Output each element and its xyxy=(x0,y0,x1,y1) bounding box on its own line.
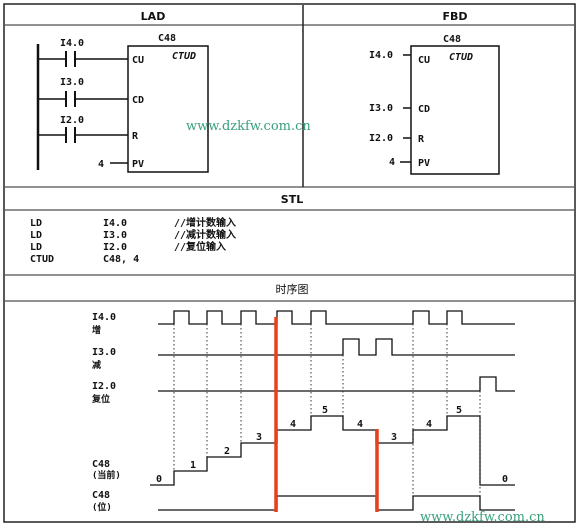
stl-listing: LD I4.0 //增计数输入 LD I3.0 //减计数输入 LD I2.0 … xyxy=(30,216,236,265)
count-label: 1 xyxy=(190,460,196,471)
outer-frame xyxy=(3,3,576,523)
pin-label: CU xyxy=(132,55,144,66)
input-label: I4.0 xyxy=(369,50,393,61)
count-label: 2 xyxy=(224,446,230,457)
signal-desc: 增 xyxy=(92,324,101,336)
signal-desc: 复位 xyxy=(91,393,110,405)
fbd-diagram: C48 CTUD I4.0 CU I3.0 CD I2.0 R 4 PV xyxy=(369,34,500,175)
watermark: www.dzkfw.com.cn xyxy=(186,119,311,134)
input-label: I3.0 xyxy=(369,103,393,114)
count-label: 4 xyxy=(290,419,296,430)
stl-comment: //减计数输入 xyxy=(174,228,236,241)
stl-op: LD xyxy=(30,218,42,229)
count-label: 4 xyxy=(426,419,432,430)
stl-arg: I3.0 xyxy=(103,230,127,241)
count-label: 5 xyxy=(456,405,462,416)
input-label: 4 xyxy=(389,157,395,168)
count-label: 0 xyxy=(502,474,508,485)
timing-diagram: I4.0 增 I3.0 减 I2.0 复位 C48 (当前) C48 (位) xyxy=(91,310,515,513)
fbd-header: FBD xyxy=(442,10,467,23)
stl-arg: I2.0 xyxy=(103,242,127,253)
lad-diagram: I4.0 I3.0 I2.0 4 C48 CTUD CU CD R PV xyxy=(36,33,209,173)
count-label: 4 xyxy=(357,419,363,430)
stl-comment: //增计数输入 xyxy=(174,216,236,229)
contact-label: I3.0 xyxy=(60,77,84,88)
waveform-up-input xyxy=(158,310,515,325)
pin-label: R xyxy=(132,131,139,142)
input-label: I2.0 xyxy=(369,133,393,144)
block-type: CTUD xyxy=(172,51,196,62)
block-type: CTUD xyxy=(449,52,473,63)
pv-value: 4 xyxy=(98,159,104,170)
stl-header: STL xyxy=(281,193,303,206)
stl-comment: //复位输入 xyxy=(174,240,226,253)
stl-op: CTUD xyxy=(30,254,54,265)
lad-header: LAD xyxy=(141,10,166,23)
stl-arg: C48, 4 xyxy=(103,254,139,265)
signal-name: C48 xyxy=(92,459,110,470)
waveform-down-input xyxy=(158,338,515,356)
signal-desc: (当前) xyxy=(92,469,121,481)
stl-arg: I4.0 xyxy=(103,218,127,229)
signal-name: C48 xyxy=(92,490,110,501)
block-name: C48 xyxy=(158,33,176,44)
stl-op: LD xyxy=(30,242,42,253)
watermark: www.dzkfw.com.cn xyxy=(420,510,545,525)
pin-label: CD xyxy=(132,95,144,106)
contact-label: I2.0 xyxy=(60,115,84,126)
count-label: 5 xyxy=(322,405,328,416)
signal-desc: 减 xyxy=(92,359,101,371)
signal-name: I2.0 xyxy=(92,381,116,392)
counter-block xyxy=(410,45,500,175)
block-name: C48 xyxy=(443,34,461,45)
pin-label: PV xyxy=(418,158,430,169)
pin-label: PV xyxy=(132,159,144,170)
signal-desc: (位) xyxy=(92,501,112,513)
signal-name: I3.0 xyxy=(92,347,116,358)
waveform-reset-input xyxy=(158,376,515,392)
contact-label: I4.0 xyxy=(60,38,84,49)
count-label: 0 xyxy=(156,474,162,485)
pin-label: CD xyxy=(418,104,430,115)
pin-label: CU xyxy=(418,55,430,66)
counter-bit xyxy=(158,495,515,511)
counter-block xyxy=(127,45,209,173)
pin-label: R xyxy=(418,134,425,145)
timing-header: 时序图 xyxy=(276,282,309,296)
signal-name: I4.0 xyxy=(92,312,116,323)
count-label: 3 xyxy=(391,432,397,443)
counter-current-value xyxy=(150,415,515,486)
stl-op: LD xyxy=(30,230,42,241)
count-label: 3 xyxy=(256,432,262,443)
